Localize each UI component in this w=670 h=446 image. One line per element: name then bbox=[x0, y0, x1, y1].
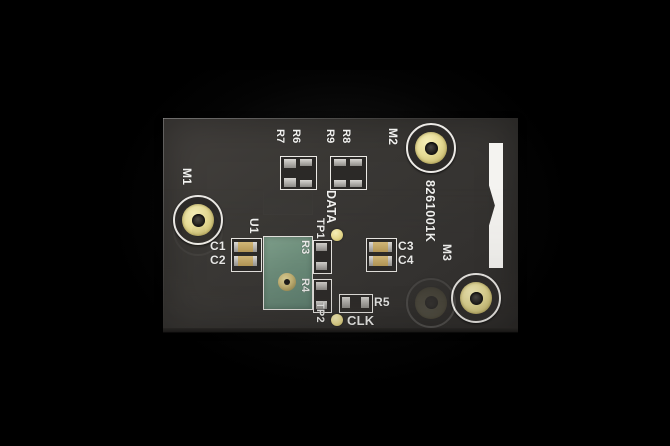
pcb-board-bottom-edge bbox=[163, 328, 518, 332]
component-label-r7: R7 bbox=[274, 129, 286, 144]
component-label-c2: C2 bbox=[210, 253, 226, 267]
footprint-r3 bbox=[313, 240, 332, 274]
component-label-r9: R9 bbox=[324, 129, 336, 144]
pad-pair-r9 bbox=[334, 159, 346, 187]
mounting-hole-m1 bbox=[173, 195, 223, 245]
antenna-keepout-marking bbox=[489, 143, 503, 268]
footprint-r9-r8 bbox=[330, 156, 367, 190]
pad-pair-r7 bbox=[284, 159, 296, 187]
component-label-r3: R3 bbox=[299, 240, 311, 255]
pcb-board: M1 M2 M3 8261001K bbox=[163, 118, 518, 330]
component-label-u1: U1 bbox=[247, 218, 261, 234]
footprint-r4 bbox=[313, 279, 332, 313]
component-label-r4: R4 bbox=[299, 278, 311, 293]
module-u1-center-hole bbox=[284, 279, 290, 285]
mounting-hole-m2 bbox=[406, 123, 456, 173]
net-label-data: DATA bbox=[324, 190, 338, 224]
footprint-c3-c4 bbox=[366, 238, 397, 272]
part-number-marking: 8261001K bbox=[423, 180, 437, 243]
pad-pair-r5 bbox=[342, 297, 369, 308]
component-label-r5: R5 bbox=[374, 295, 390, 309]
component-label-r6: R6 bbox=[290, 129, 302, 144]
capacitor-c3 bbox=[369, 242, 392, 252]
pad-pair-r8 bbox=[350, 159, 362, 187]
component-label-c3: C3 bbox=[398, 239, 414, 253]
footprint-r7-r6 bbox=[280, 156, 317, 190]
net-label-clk: CLK bbox=[347, 313, 375, 328]
test-point-tp2-label: TP2 bbox=[314, 302, 326, 323]
test-point-tp1-pad bbox=[331, 229, 343, 241]
mounting-hole-m1-label: M1 bbox=[180, 168, 194, 186]
capacitor-c1 bbox=[234, 242, 257, 252]
pad-pair-r3 bbox=[316, 243, 327, 270]
test-point-tp2-pad bbox=[331, 314, 343, 326]
component-label-c4: C4 bbox=[398, 253, 414, 267]
pad-pair-r4 bbox=[316, 282, 327, 309]
mounting-hole-m3-label: M3 bbox=[440, 244, 454, 262]
footprint-r5 bbox=[339, 294, 373, 313]
pad-pair-r6 bbox=[300, 159, 312, 187]
mounting-hole-m3 bbox=[451, 273, 501, 323]
component-label-r8: R8 bbox=[340, 129, 352, 144]
capacitor-c2 bbox=[234, 256, 257, 266]
test-point-tp1-label: TP1 bbox=[314, 218, 326, 239]
component-label-c1: C1 bbox=[210, 239, 226, 253]
capacitor-c4 bbox=[369, 256, 392, 266]
footprint-c1-c2 bbox=[231, 238, 262, 272]
mounting-hole-m2-label: M2 bbox=[386, 128, 400, 146]
